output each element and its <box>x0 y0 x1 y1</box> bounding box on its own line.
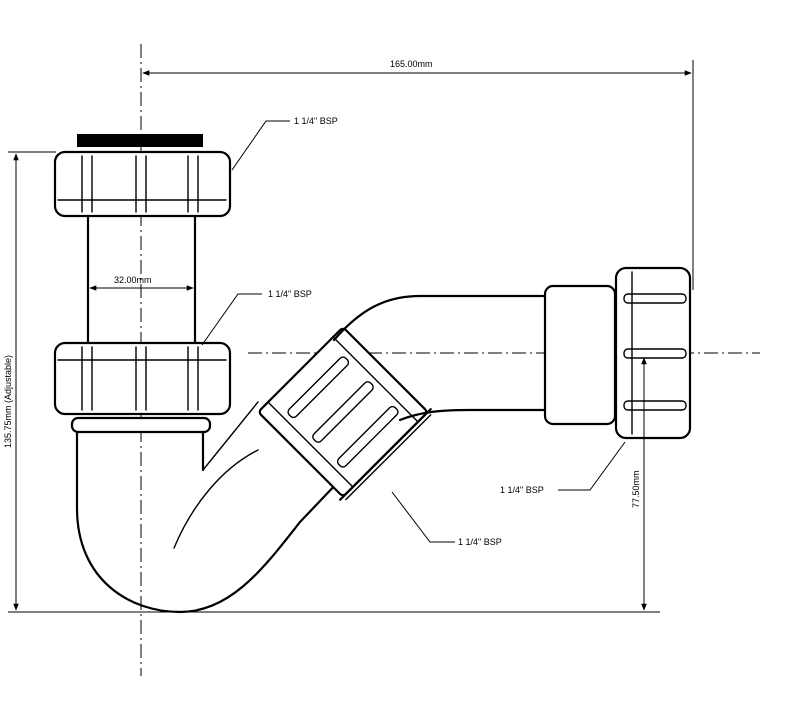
dimension-overall-height: 135.75mm (Adjustable) <box>3 151 660 613</box>
dimension-outlet-height: 77.50mm <box>631 357 647 611</box>
leader-outlet-nut: 1 1/4" BSP <box>500 441 626 495</box>
leader-middle-nut: 1 1/4" BSP <box>201 289 312 346</box>
leader-bend-nut: 1 1/4" BSP <box>391 491 502 547</box>
outlet-pipe <box>332 294 547 422</box>
middle-nut-thread-label: 1 1/4" BSP <box>268 289 312 299</box>
bend-nut-thread-label: 1 1/4" BSP <box>458 537 502 547</box>
dimension-overall-width: 165.00mm <box>142 59 694 290</box>
outlet-coupling-nut <box>614 266 692 440</box>
outlet-nut-thread-label: 1 1/4" BSP <box>500 485 544 495</box>
overall-height-label: 135.75mm (Adjustable) <box>3 355 13 448</box>
leader-top-inlet: 1 1/4" BSP <box>231 116 338 171</box>
middle-coupling-nut <box>53 341 232 416</box>
pipe-diameter-label: 32.00mm <box>114 275 152 285</box>
dimension-pipe-diameter: 32.00mm <box>89 275 194 291</box>
overall-width-label: 165.00mm <box>390 59 433 69</box>
vertical-inlet-pipe <box>86 214 197 345</box>
top-inlet-thread-label: 1 1/4" BSP <box>294 116 338 126</box>
outlet-collar <box>543 284 617 426</box>
outlet-height-label: 77.50mm <box>631 470 641 508</box>
pipe-collar <box>70 416 212 434</box>
top-seal-washer <box>77 134 203 147</box>
angled-coupling-nut <box>258 327 432 501</box>
top-coupling-nut <box>53 150 232 218</box>
